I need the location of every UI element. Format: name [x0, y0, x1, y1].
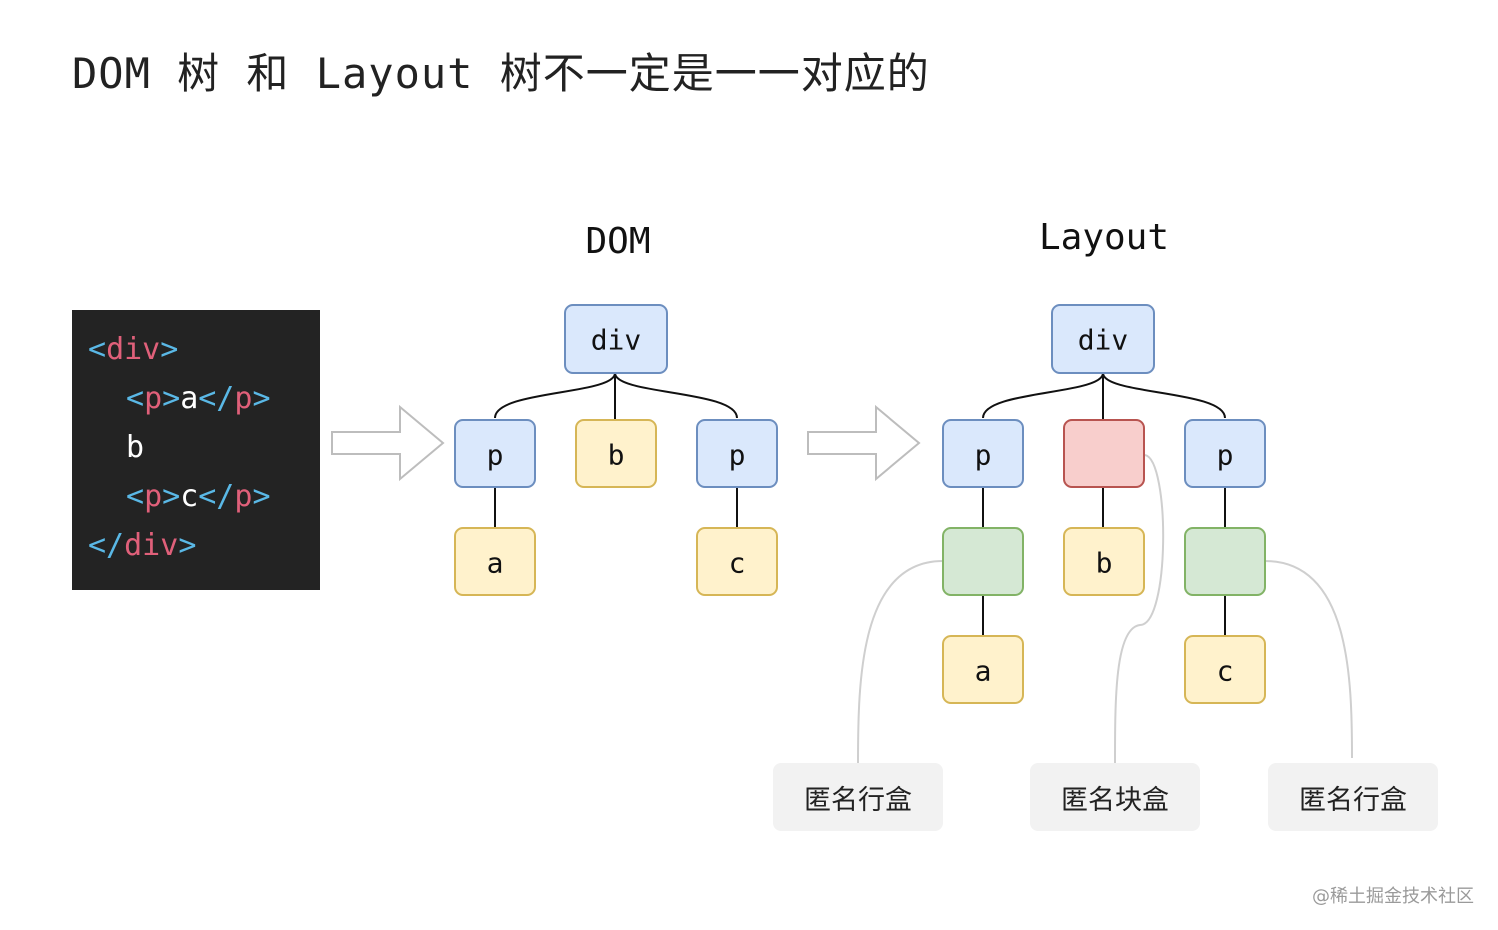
layout-node-a: a	[942, 635, 1024, 704]
code-line: </div>	[88, 526, 196, 566]
code-token-punct: <	[88, 332, 107, 367]
layout-node-p: p	[942, 419, 1024, 488]
code-token-tag: p	[234, 479, 253, 514]
dom-node-a: a	[454, 527, 536, 596]
code-token-punct: >	[178, 528, 197, 563]
transform-arrow-2	[807, 404, 921, 482]
layout-node-anon-inline	[1184, 527, 1266, 596]
anon-block-box-label: 匿名块盒	[1030, 763, 1200, 831]
code-token-text: b	[126, 430, 145, 465]
code-token-punct: </	[88, 528, 125, 563]
dom-node-p: p	[696, 419, 778, 488]
svg-text:c: c	[1217, 655, 1234, 688]
svg-text:b: b	[608, 439, 625, 472]
dom-node-p: p	[454, 419, 536, 488]
layout-node-anon-inline	[942, 527, 1024, 596]
code-token-punct: >	[162, 479, 181, 514]
svg-text:p: p	[1217, 439, 1234, 472]
transform-arrow-1	[331, 404, 445, 482]
code-token-punct: >	[252, 381, 271, 416]
svg-text:p: p	[975, 439, 992, 472]
code-token-tag: div	[106, 332, 161, 367]
code-token-punct: </	[198, 381, 235, 416]
code-token-text: c	[180, 479, 199, 514]
html-code-block: <div> <p>a</p> b <p>c</p> </div>	[72, 310, 320, 590]
anon-inline-box-label: 匿名行盒	[1268, 763, 1438, 831]
code-token-tag: p	[144, 479, 163, 514]
svg-text:div: div	[591, 324, 642, 357]
layout-tree-edges	[982, 372, 1226, 636]
anon-inline-box-label: 匿名行盒	[773, 763, 943, 831]
code-token-tag: div	[124, 528, 179, 563]
code-token-punct: </	[198, 479, 235, 514]
dom-tree-edges	[494, 372, 738, 528]
svg-text:a: a	[487, 547, 504, 580]
svg-text:p: p	[729, 439, 746, 472]
code-token-punct: <	[126, 381, 145, 416]
code-line: <div>	[88, 330, 178, 370]
code-token-tag: p	[144, 381, 163, 416]
code-line: <p>c</p>	[126, 477, 271, 517]
code-token-punct: <	[126, 479, 145, 514]
watermark: @稀土掘金技术社区	[1312, 886, 1474, 907]
svg-text:b: b	[1096, 547, 1113, 580]
dom-node-div: div	[564, 304, 668, 374]
layout-node-p: p	[1184, 419, 1266, 488]
code-token-text: a	[180, 381, 199, 416]
code-token-punct: >	[162, 381, 181, 416]
code-token-punct: >	[252, 479, 271, 514]
dom-heading: DOM	[585, 221, 651, 262]
svg-text:c: c	[729, 547, 746, 580]
dom-node-c: c	[696, 527, 778, 596]
layout-node-c: c	[1184, 635, 1266, 704]
code-token-punct: >	[160, 332, 179, 367]
code-line: b	[126, 428, 144, 468]
svg-text:a: a	[975, 655, 992, 688]
layout-node-div: div	[1051, 304, 1155, 374]
layout-node-anon-block	[1063, 419, 1145, 488]
dom-node-b: b	[575, 419, 657, 488]
annotation-lines	[857, 454, 1353, 764]
layout-node-b: b	[1063, 527, 1145, 596]
layout-heading: Layout	[1038, 217, 1170, 258]
code-token-tag: p	[234, 381, 253, 416]
page-title: DOM 树 和 Layout 树不一定是一一对应的	[72, 49, 930, 98]
code-line: <p>a</p>	[126, 379, 271, 419]
svg-text:p: p	[487, 439, 504, 472]
svg-text:div: div	[1078, 324, 1129, 357]
